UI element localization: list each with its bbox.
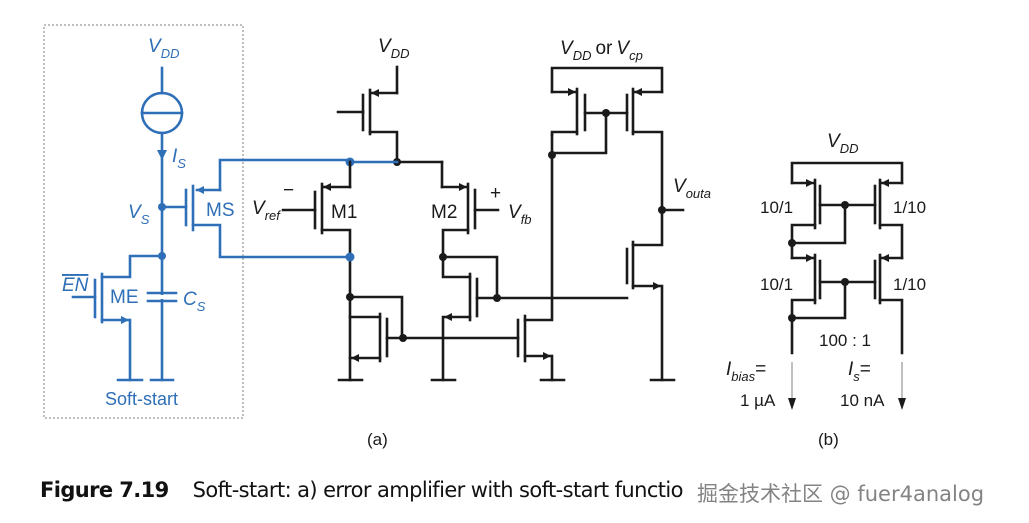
panel-b-label: (b) [818, 430, 839, 449]
vouta-label: Vouta [673, 176, 711, 201]
panel-a-label: (a) [367, 430, 388, 449]
ss-vdd-label: VDD [148, 36, 179, 61]
figure-number: Figure 7.19 [40, 478, 169, 502]
watermark: 掘金技术社区 @ fuer4analog [697, 482, 985, 506]
vref-minus-sign: − [283, 180, 294, 201]
figure-caption: Figure 7.19 Soft-start: a) error amplifie… [40, 478, 683, 502]
ss-vs-label: VS [128, 202, 150, 227]
caption-text: Soft-start: a) error amplifier with soft… [192, 478, 684, 502]
ratio-left-bottom: 10/1 [760, 275, 793, 294]
error-amplifier-circuit [281, 65, 685, 382]
soft-start-circuit [71, 66, 350, 382]
cg-vdd-label: VDD [827, 131, 858, 156]
m1-label: M1 [331, 202, 357, 223]
is-arrow-icon [898, 398, 906, 410]
vfb-label: Vfb [508, 202, 532, 227]
ibias-arrow-icon [788, 398, 796, 410]
ibias-value: 1 µA [740, 391, 776, 410]
ratio-right-top: 1/10 [893, 198, 926, 217]
vref-label: Vref [252, 198, 281, 223]
soft-start-title: Soft-start [105, 389, 178, 409]
cs-label: CS [183, 289, 206, 314]
ratio-left-top: 10/1 [760, 198, 793, 217]
en-label: EN [62, 275, 89, 296]
ms-label: MS [206, 200, 235, 221]
is-label: Is= [848, 359, 871, 384]
amp-vdd-label: VDD [378, 36, 409, 61]
me-label: ME [110, 287, 139, 308]
ratio-right-bottom: 1/10 [893, 275, 926, 294]
ibias-label: Ibias= [726, 359, 766, 384]
mirror-ratio-label: 100 : 1 [819, 331, 871, 350]
is-value: 10 nA [840, 391, 885, 410]
ss-is-label: IS [172, 146, 186, 171]
current-generator-circuit [788, 161, 906, 410]
m2-label: M2 [431, 202, 457, 223]
vfb-plus-sign: + [490, 183, 501, 204]
